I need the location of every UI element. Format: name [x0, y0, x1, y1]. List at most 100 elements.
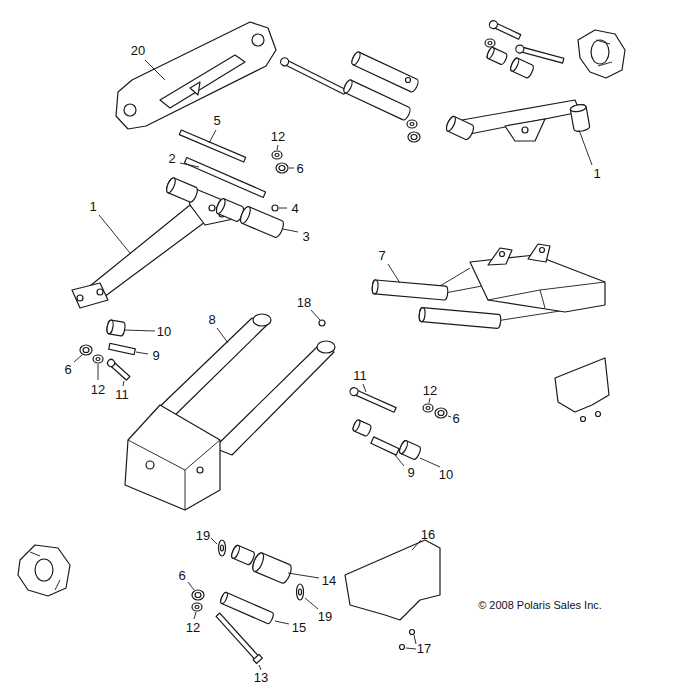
pivot-hardware-left — [96, 358, 100, 361]
a-arm-right — [570, 104, 590, 133]
callout-number: 11 — [115, 388, 129, 401]
leader-lines — [99, 215, 130, 253]
upper-hardware — [509, 57, 534, 79]
pivot-hardware-bottom — [192, 603, 202, 611]
upper-hardware — [591, 40, 609, 64]
bracket-plate — [190, 82, 200, 95]
pivot-hardware-right — [352, 419, 372, 437]
pivot-hardware-right — [371, 437, 399, 455]
callout-number: 4 — [291, 202, 298, 215]
swing-arm-rear — [540, 248, 545, 253]
callout-number: 6 — [178, 569, 185, 582]
swing-arm-rear — [500, 252, 505, 257]
pivot-hardware-right — [398, 440, 422, 461]
upper-hardware — [488, 19, 499, 30]
pivot-hardware-bottom — [253, 654, 262, 663]
a-arm-left — [179, 130, 245, 162]
swing-arm-front — [146, 461, 154, 469]
copyright-note: © 2008 Polaris Sales Inc. — [478, 600, 602, 611]
upper-hardware — [596, 40, 612, 66]
swing-arm-front — [317, 341, 335, 353]
knuckle — [18, 545, 70, 596]
upper-hardware — [488, 42, 492, 45]
leader-lines — [283, 229, 298, 232]
swing-arm-front — [152, 318, 270, 420]
a-arm-left — [97, 289, 103, 295]
shield-plate — [555, 358, 609, 412]
leader-lines — [579, 130, 592, 165]
pivot-hardware-bottom — [215, 612, 262, 663]
callout-number: 14 — [322, 574, 336, 587]
a-arm-left — [276, 163, 288, 173]
swing-arm-front — [125, 405, 220, 510]
callout-number: 9 — [407, 466, 414, 479]
leader-lines — [259, 665, 261, 670]
swing-arm-rear — [528, 244, 550, 262]
a-arm-right — [445, 115, 458, 132]
swing-arm-front — [319, 320, 325, 326]
upper-hardware — [486, 47, 508, 66]
leader-lines — [395, 455, 404, 466]
leader-lines — [180, 163, 199, 167]
pivot-hardware-bottom — [230, 544, 255, 565]
leader-lines — [305, 598, 318, 609]
pivot-hardware-left — [83, 348, 89, 353]
pivot-hardware-right — [438, 411, 444, 416]
a-arm-left — [165, 177, 199, 204]
a-arm-left — [272, 205, 278, 211]
a-arm-left — [165, 177, 177, 194]
leader-lines — [388, 264, 400, 283]
callout-number: 12 — [423, 384, 437, 397]
callout-number: 1 — [89, 200, 96, 213]
shield-plate — [555, 358, 609, 422]
upper-hardware — [485, 39, 495, 47]
callout-number: 6 — [64, 363, 71, 376]
bracket-plate — [116, 22, 276, 129]
leader-lines — [311, 310, 320, 320]
leader-lines — [277, 145, 278, 150]
a-arm-right — [445, 100, 591, 141]
pivot-shafts — [279, 56, 347, 95]
callout-number: 20 — [131, 44, 145, 57]
leader-lines — [145, 60, 165, 80]
bracket-plate — [160, 55, 245, 108]
pivot-hardware-left — [106, 320, 126, 337]
leader-lines — [412, 540, 421, 550]
a-arm-right — [445, 115, 476, 141]
a-arm-right — [522, 127, 528, 133]
swing-arm-front — [253, 314, 271, 326]
pivot-shafts — [411, 135, 417, 140]
swing-arm-rear — [372, 244, 605, 329]
upper-hardware — [520, 47, 564, 63]
leader-lines — [136, 352, 148, 354]
pivot-hardware-right — [349, 386, 360, 397]
pivot-shafts — [342, 79, 411, 121]
leader-lines — [448, 416, 451, 417]
callout-number: 12 — [271, 130, 285, 143]
pivot-hardware-left — [80, 345, 92, 355]
callout-number: 9 — [152, 349, 159, 362]
knuckle — [30, 552, 60, 590]
a-arm-left — [209, 205, 215, 211]
shield-plate — [596, 412, 601, 417]
pivot-hardware-left — [106, 358, 130, 381]
pivot-hardware-left — [93, 355, 103, 363]
pivot-hardware-left — [106, 358, 116, 368]
callout-number: 15 — [292, 621, 306, 634]
callout-number: 11 — [353, 369, 367, 382]
a-arm-left — [184, 158, 265, 198]
leader-lines — [275, 621, 289, 624]
pivot-hardware-bottom — [219, 540, 226, 556]
a-arm-left — [77, 295, 83, 301]
swing-arm-front — [214, 346, 334, 455]
callout-number: 1 — [593, 167, 600, 180]
leader-lines — [289, 168, 294, 169]
swing-arm-rear — [419, 307, 502, 328]
bracket-plate — [124, 104, 136, 116]
a-arm-right — [505, 119, 545, 141]
swing-arm-rear — [488, 282, 605, 308]
pivot-hardware-right — [398, 440, 409, 455]
pivot-hardware-bottom — [192, 540, 304, 663]
leader-lines — [124, 330, 155, 331]
